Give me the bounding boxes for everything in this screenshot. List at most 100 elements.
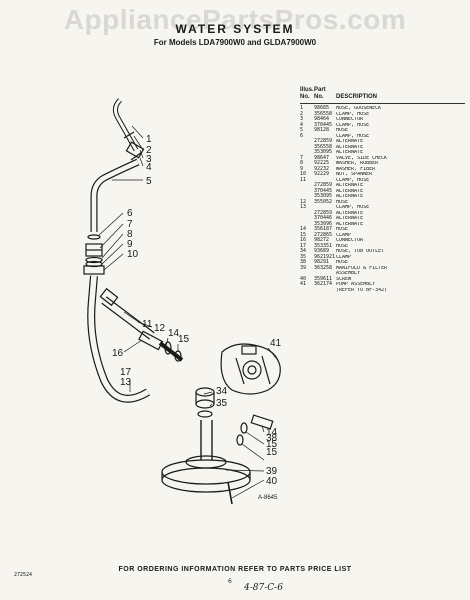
- description-cell: CLAMP, HOSE: [336, 205, 370, 210]
- part-no-cell: 98647: [314, 154, 330, 161]
- callout-16: 16: [112, 348, 124, 359]
- callout-14b: 14: [266, 427, 278, 438]
- description-cell: ALTERNATE: [336, 150, 364, 155]
- part-no-cell: 272859: [314, 138, 333, 144]
- part-no-cell: 359611: [314, 275, 333, 282]
- description-cell: CLAMP, HOSE: [336, 122, 370, 128]
- callout-13: 13: [120, 377, 132, 388]
- callout-12: 12: [154, 323, 166, 334]
- illus-no-cell: 2: [300, 110, 304, 117]
- description-cell: ALTERNATE: [336, 139, 364, 144]
- watermark: AppliancePartsPros.com: [63, 4, 407, 35]
- description-cell: HOSE: [336, 128, 349, 133]
- description-cell: ALTERNATE: [336, 183, 364, 188]
- callout-17: 17: [120, 367, 132, 378]
- col-part-no: No.: [314, 94, 324, 100]
- description-cell: HOSE, TUB OUTLET: [336, 249, 385, 254]
- header-rule: [300, 103, 465, 104]
- callout-15c: 15: [266, 447, 278, 458]
- col-description: DESCRIPTION: [336, 94, 378, 100]
- illus-no-cell: 8: [300, 160, 304, 166]
- callout-5: 5: [146, 176, 152, 187]
- callout-10: 10: [127, 249, 139, 260]
- illus-no-cell: 3: [300, 116, 304, 122]
- document-number: 272524: [14, 572, 33, 578]
- description-cell: CONNECTOR: [336, 117, 364, 122]
- description-cell: CLAMP, HOSE: [336, 133, 370, 139]
- part-no-cell: 9621921: [314, 253, 336, 260]
- callout-2: 2: [146, 145, 152, 156]
- description-cell: CLAMP: [336, 232, 352, 238]
- callout-8: 8: [127, 229, 133, 240]
- description-cell: SCREW: [336, 276, 352, 282]
- part-no-cell: 272859: [314, 209, 333, 216]
- description-cell: HOSE, GOOSENECK: [336, 106, 382, 111]
- handwritten-note: 4-87-C-6: [244, 583, 283, 593]
- callout-34: 34: [216, 386, 228, 397]
- table-row: 3 98464 CONNECTOR: [300, 116, 465, 123]
- part-no-cell: 92225: [314, 160, 330, 166]
- description-cell: PUMP ASSEMBLY: [336, 282, 376, 287]
- description-cell: ALTERNATE: [336, 216, 364, 221]
- description-cell: MANIFOLD & FILTER: [336, 265, 388, 271]
- table-row: ASSEMBLY: [300, 271, 465, 277]
- part-no-cell: 92229: [314, 171, 330, 177]
- part-no-cell: 98464: [314, 116, 330, 122]
- description-cell: VALVE, SIDE CHECK: [336, 155, 388, 161]
- illus-no-cell: 12: [300, 198, 307, 205]
- callout-7: 7: [127, 219, 133, 230]
- illus-no-cell: 10: [300, 171, 307, 177]
- callout-3: 3: [146, 154, 152, 165]
- callout-39: 39: [266, 466, 278, 477]
- callout-4: 4: [146, 162, 152, 173]
- callout-9: 9: [127, 239, 133, 250]
- part-no-cell: 272865: [314, 231, 333, 238]
- part-no-cell: 356558: [314, 143, 333, 150]
- callout-11: 11: [142, 319, 153, 330]
- description-cell: ALTERNATE: [336, 221, 364, 227]
- part-no-cell: 356187: [314, 226, 333, 232]
- callout-6: 6: [127, 208, 133, 219]
- description-cell: CLAMP, HOSE: [336, 177, 370, 183]
- callout-41: 41: [270, 338, 282, 349]
- description-cell: ALTERNATE: [336, 144, 364, 150]
- illus-no-cell: 11: [300, 176, 307, 183]
- part-no-cell: 98272: [314, 237, 330, 243]
- description-cell: HOSE: [336, 227, 349, 232]
- illus-no-cell: 4: [300, 121, 304, 128]
- callout-15b: 15: [266, 439, 278, 450]
- illus-no-cell: 34: [300, 248, 307, 254]
- illus-no-cell: 16: [300, 237, 307, 243]
- part-no-cell: 92232: [314, 165, 330, 172]
- description-cell: CLAMP, HOSE: [336, 111, 370, 117]
- part-no-cell: 353096: [314, 220, 333, 227]
- description-cell: WASHER, RUBBER: [336, 161, 379, 166]
- illus-no-cell: 38: [300, 259, 307, 265]
- col-part: Part: [314, 87, 326, 93]
- callout-35: 35: [216, 398, 228, 409]
- part-no-cell: 353351: [314, 242, 333, 249]
- table-row: 11 CLAMP, HOSE: [300, 176, 465, 184]
- part-no-cell: [314, 288, 336, 294]
- description-cell: ASSEMBLY: [336, 271, 361, 276]
- table-row: (REFER TO BF-342): [300, 288, 465, 294]
- part-no-cell: 355052: [314, 198, 333, 205]
